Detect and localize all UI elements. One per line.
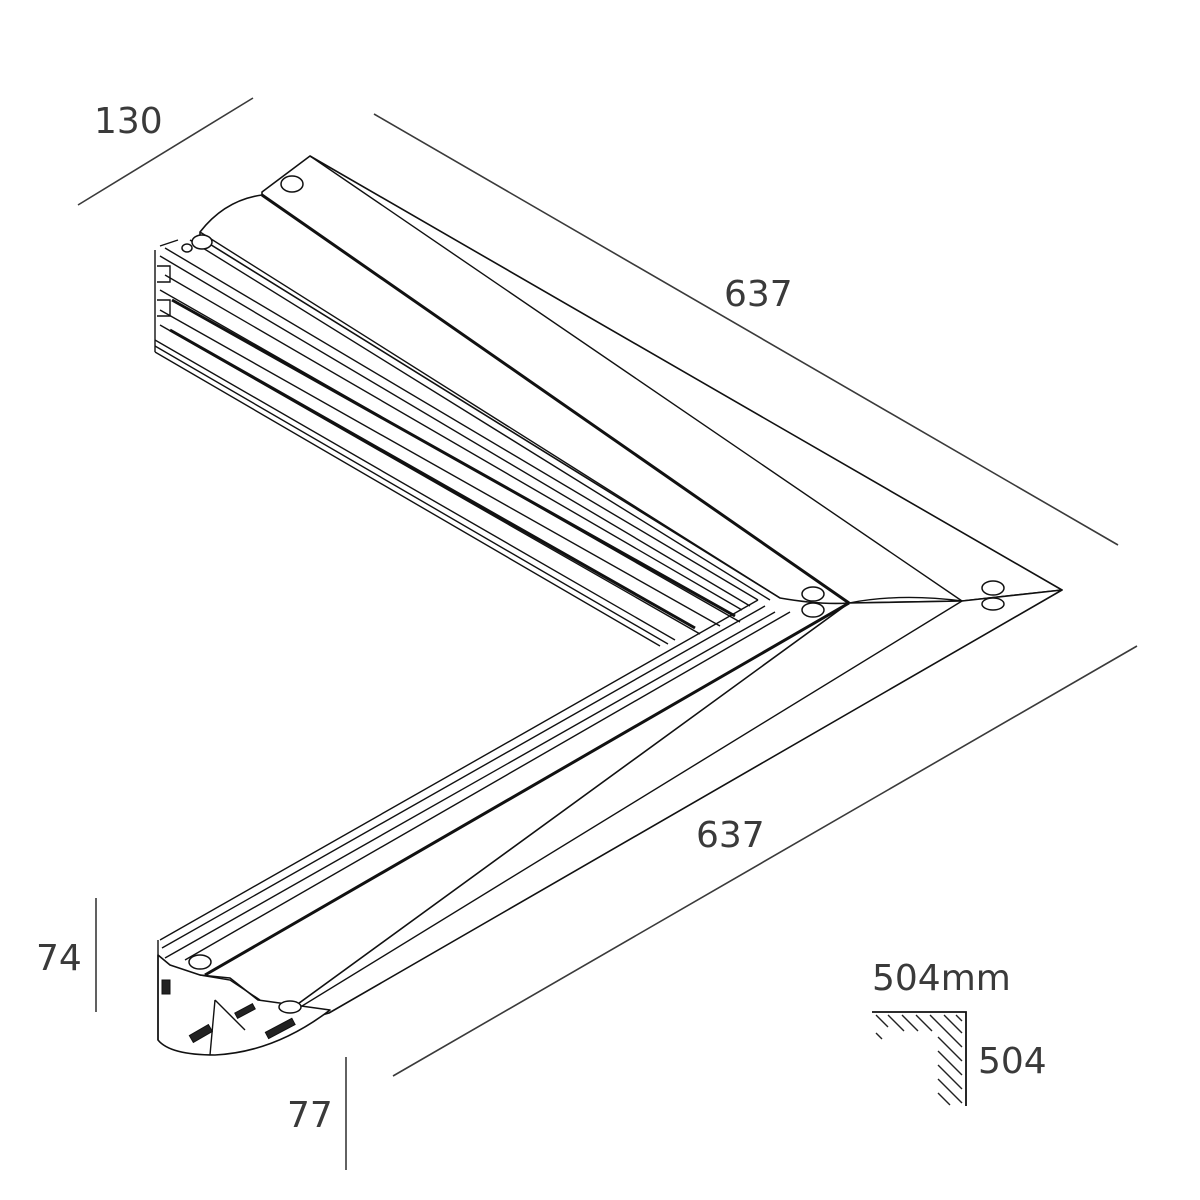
hole-icon: [191, 234, 213, 250]
length-top-dimension-line: [373, 113, 1119, 546]
width-label: 130: [94, 101, 163, 142]
dimension-lines: [77, 97, 1138, 1170]
cutout-side-label: 504: [978, 1041, 1047, 1082]
lower-arm-end-profile: [157, 940, 331, 1056]
hole-icon: [188, 954, 212, 970]
hole-icon: [278, 1000, 302, 1014]
length-bottom-label: 637: [696, 815, 765, 856]
width-dimension-line: [77, 97, 254, 206]
height-bottom-label: 77: [287, 1095, 333, 1136]
upper-arm-diffuser: [199, 194, 850, 605]
fixing-holes: [181, 175, 1005, 1014]
cutout-legend: 504mm 504: [872, 958, 1047, 1106]
dimension-labels: 130 637 637 74 77: [36, 101, 793, 1136]
corner-seam: [848, 596, 963, 604]
length-bottom-dimension-line: [392, 645, 1138, 1077]
height-left-label: 74: [36, 938, 82, 979]
end-slot: [161, 979, 171, 995]
lower-arm-ribs: [159, 599, 963, 1034]
cutout-corner-line: [872, 1011, 967, 1106]
lower-arm-outer-face: [257, 589, 1063, 1034]
length-top-label: 637: [724, 274, 793, 315]
hole-icon: [981, 580, 1005, 596]
hole-icon: [801, 586, 825, 602]
upper-arm-top-plate: [261, 155, 1063, 604]
hole-icon: [801, 602, 825, 618]
cutout-label: 504mm: [872, 958, 1011, 999]
hatch-pattern: [875, 1014, 963, 1106]
l-profile: [154, 155, 1063, 1056]
upper-arm-end-cap: [154, 239, 179, 352]
hole-icon: [981, 597, 1005, 611]
hole-icon: [280, 175, 304, 193]
hole-icon: [181, 243, 193, 253]
upper-arm-ribs: [154, 155, 963, 647]
